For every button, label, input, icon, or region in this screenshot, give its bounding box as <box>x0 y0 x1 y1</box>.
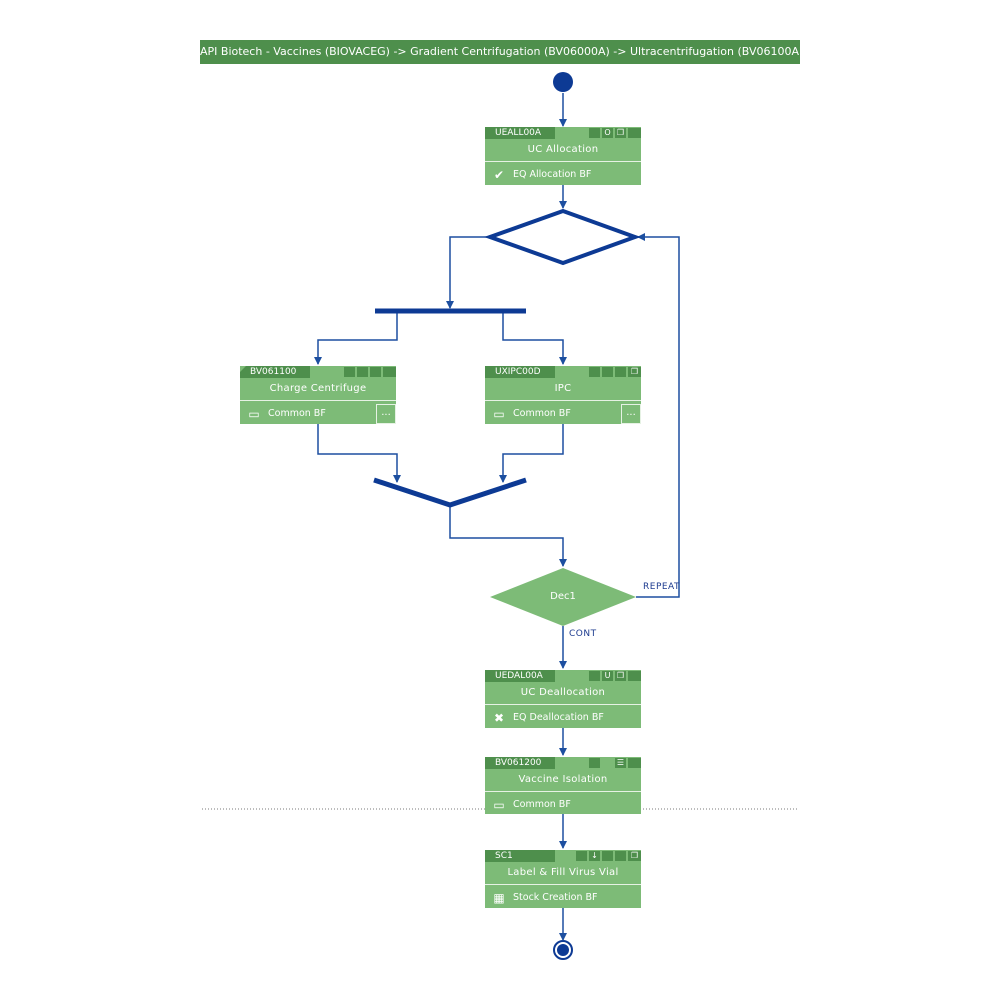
connector-loop-fork <box>446 236 490 309</box>
step-name: UC Deallocation <box>485 682 641 705</box>
connector-fork-charge <box>314 313 398 365</box>
building-function-label: Common BF <box>513 799 571 810</box>
header-badge: U <box>602 671 613 681</box>
copy-icon[interactable]: ❐ <box>628 367 641 377</box>
copy-icon[interactable]: ❐ <box>615 671 626 681</box>
step-name: Label & Fill Virus Vial <box>485 862 641 885</box>
continue-label: CONT <box>569 629 597 639</box>
connector-fork-ipc <box>502 313 567 365</box>
copy-icon[interactable]: ❐ <box>628 851 641 861</box>
start-node[interactable] <box>553 72 573 92</box>
workflow-title: API Biotech - Vaccines (BIOVACEG) -> Gra… <box>200 40 800 64</box>
step-label-fill-virus-vial[interactable]: SC1 ↓ ❐ Label & Fill Virus Vial ▦ Stock … <box>485 850 641 908</box>
step-code: SC1 <box>485 850 555 862</box>
header-slot <box>344 367 355 377</box>
header-slot <box>615 851 626 861</box>
copy-icon[interactable]: ❐ <box>615 128 626 138</box>
header-slot <box>589 367 600 377</box>
more-button[interactable]: ... <box>621 404 641 424</box>
header-slot <box>628 128 641 138</box>
step-code: UEALL00A <box>485 127 555 139</box>
connector-ipc-join <box>499 424 564 483</box>
equipment-allocation-icon: ✔ <box>493 168 505 182</box>
building-function-label: Stock Creation BF <box>513 892 598 903</box>
join-bar[interactable] <box>373 477 527 508</box>
common-bf-icon: ▭ <box>248 407 260 421</box>
stock-creation-icon: ▦ <box>493 891 505 905</box>
list-icon[interactable]: ☰ <box>615 758 626 768</box>
step-code: BV061200 <box>485 757 555 769</box>
decision-label: Dec1 <box>550 591 576 602</box>
connector-decision-repeat <box>636 233 680 598</box>
step-code: UXIPC00D <box>485 366 555 378</box>
step-ipc[interactable]: UXIPC00D ❐ IPC ▭ Common BF ... <box>485 366 641 424</box>
header-badge: O <box>602 128 613 138</box>
header-slot <box>370 367 381 377</box>
step-uc-allocation[interactable]: UEALL00A O ❐ UC Allocation ✔ EQ Allocati… <box>485 127 641 185</box>
building-function-label: EQ Deallocation BF <box>513 712 604 723</box>
decision-dec1[interactable] <box>490 568 636 626</box>
step-name: Vaccine Isolation <box>485 769 641 792</box>
step-name: UC Allocation <box>485 139 641 162</box>
loop-decision-diamond[interactable] <box>484 208 641 266</box>
header-slot <box>615 367 626 377</box>
step-name: IPC <box>485 378 641 401</box>
header-slot <box>602 367 613 377</box>
header-slot <box>628 671 641 681</box>
common-bf-icon: ▭ <box>493 798 505 812</box>
step-vaccine-isolation[interactable]: BV061200 ☰ Vaccine Isolation ▭ Common BF <box>485 757 641 814</box>
equipment-deallocation-icon: ✖ <box>493 711 505 725</box>
step-name: Charge Centrifuge <box>240 378 396 401</box>
header-slot <box>589 758 600 768</box>
repeat-label: REPEAT <box>643 582 681 592</box>
building-function-label: EQ Allocation BF <box>513 169 592 180</box>
header-slot <box>589 128 600 138</box>
header-slot <box>383 367 396 377</box>
download-icon[interactable]: ↓ <box>589 851 600 861</box>
step-code: UEDAL00A <box>485 670 555 682</box>
step-charge-centrifuge[interactable]: BV061100 Charge Centrifuge ▭ Common BF .… <box>240 366 396 424</box>
connector-charge-join <box>317 424 401 483</box>
step-code: BV061100 <box>240 366 310 378</box>
header-slot <box>628 758 641 768</box>
step-uc-deallocation[interactable]: UEDAL00A U ❐ UC Deallocation ✖ EQ Deallo… <box>485 670 641 728</box>
connector-join-decision <box>449 505 567 567</box>
building-function-label: Common BF <box>268 408 326 419</box>
more-button[interactable]: ... <box>376 404 396 424</box>
header-slot <box>602 851 613 861</box>
header-slot <box>589 671 600 681</box>
header-slot <box>357 367 368 377</box>
common-bf-icon: ▭ <box>493 407 505 421</box>
building-function-label: Common BF <box>513 408 571 419</box>
header-slot <box>576 851 587 861</box>
